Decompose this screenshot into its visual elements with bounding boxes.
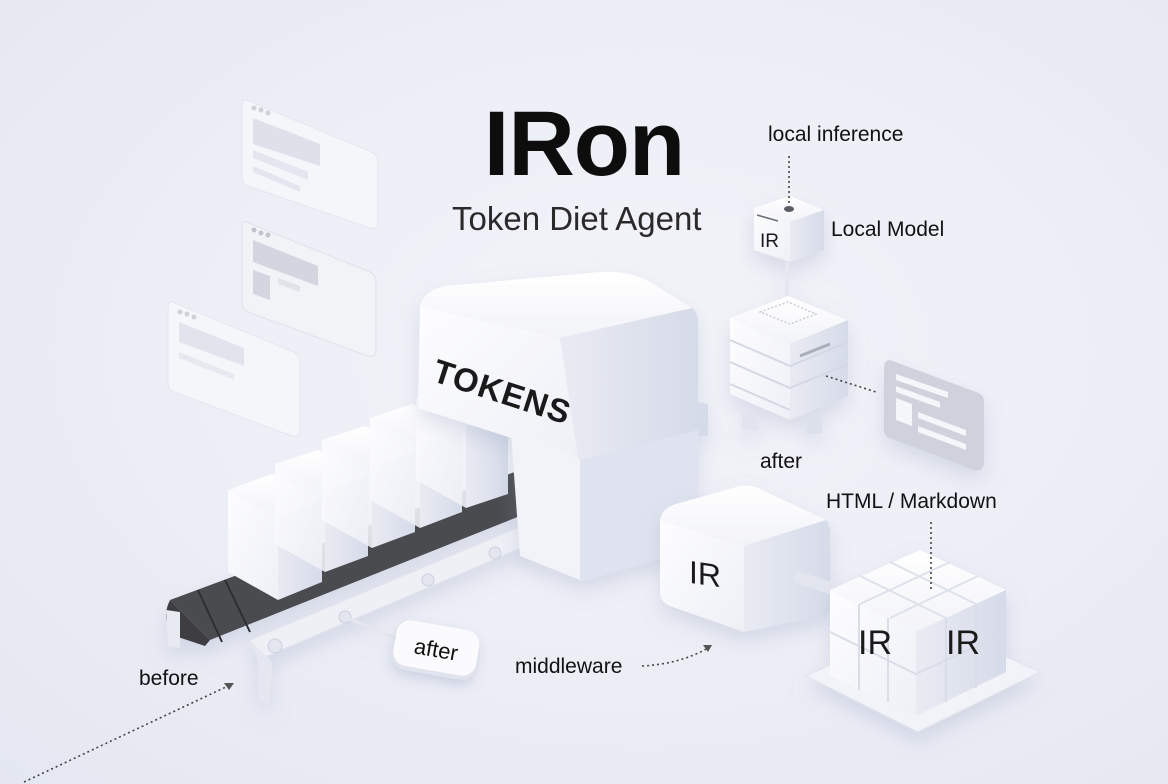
ir-middleware-label: IR xyxy=(689,553,721,595)
after-tag-label: after xyxy=(412,633,460,666)
label-html-markdown: HTML / Markdown xyxy=(826,490,997,513)
window-card-1 xyxy=(241,99,379,229)
label-after-server: after xyxy=(760,450,803,473)
document-card xyxy=(884,360,984,471)
token-blocks xyxy=(228,386,508,600)
label-local-model: Local Model xyxy=(831,218,945,241)
dotted-connectors xyxy=(23,156,932,783)
floating-windows xyxy=(167,99,379,437)
ir-cube-label-right: IR xyxy=(946,624,980,662)
ir-cube-label-left: IR xyxy=(858,624,892,662)
window-card-3 xyxy=(167,301,301,437)
label-local-inference: local inference xyxy=(768,123,904,146)
local-model-cube xyxy=(754,196,824,300)
ir-local-model-label: IR xyxy=(760,231,779,252)
subtitle: Token Diet Agent xyxy=(452,200,702,237)
window-card-2 xyxy=(241,221,377,357)
label-middleware: middleware xyxy=(515,655,623,678)
arrow-heads xyxy=(224,645,712,690)
label-before: before xyxy=(139,667,199,690)
ir-middleware-block xyxy=(660,485,854,632)
server-stack xyxy=(729,296,849,434)
app-title: IRon xyxy=(483,93,685,195)
ir-cube-cluster xyxy=(804,550,1042,733)
